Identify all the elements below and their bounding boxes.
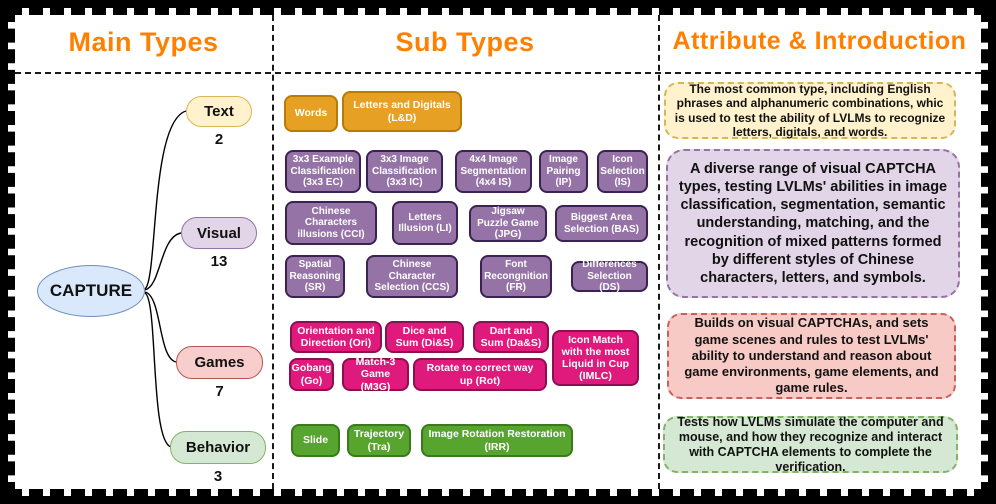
- subtype-letters-and-digitals: Letters and Digitals (L&D): [342, 91, 462, 132]
- subtype-image-rotation-restoration: Image Rotation Restoration (IRR): [421, 424, 573, 457]
- header-sub-types: Sub Types: [395, 27, 535, 57]
- attribute-visual: A diverse range of visual CAPTCHA types,…: [666, 149, 960, 298]
- main-type-behavior: Behavior: [170, 431, 266, 464]
- connector-text: [144, 110, 187, 290]
- header-main-types: Main Types: [68, 27, 219, 57]
- subtype-dart-and-sum: Dart and Sum (Da&S): [473, 321, 549, 353]
- root-node-capture: CAPTURE: [37, 265, 145, 317]
- column-divider-2: [658, 15, 660, 489]
- subtype-spatial-reasoning: Spatial Reasoning (SR): [285, 255, 345, 298]
- subtype-gobang: Gobang (Go): [289, 358, 334, 391]
- main-type-games: Games: [176, 346, 263, 379]
- tree-connectors: [144, 110, 187, 448]
- count-visual: 13: [210, 253, 228, 270]
- subtype-words: Words: [284, 95, 338, 132]
- subtype-image-pairing: Image Pairing (IP): [539, 150, 588, 193]
- subtype-differences-selection: Differences Selection (DS): [571, 259, 648, 293]
- subtype-icon-match-liquid-cup: Icon Match with the most Liquid in Cup (…: [552, 330, 639, 386]
- subtype-4x4-image-segmentation: 4x4 Image Segmentation (4x4 IS): [455, 150, 532, 193]
- column-divider-1: [272, 15, 274, 489]
- subtype-chinese-characters-illusions: Chinese Characters illusions (CCI): [285, 201, 377, 245]
- header-divider: [15, 72, 981, 74]
- subtype-icon-selection: Icon Selection (IS): [597, 150, 648, 193]
- count-text: 2: [214, 131, 224, 148]
- connector-behavior: [144, 292, 172, 448]
- subtype-letters-illusion: Letters Illusion (LI): [392, 201, 458, 245]
- attribute-text: The most common type, including English …: [664, 82, 956, 139]
- main-type-text: Text: [186, 96, 252, 127]
- subtype-dice-and-sum: Dice and Sum (Di&S): [385, 321, 464, 353]
- main-type-visual: Visual: [181, 217, 257, 249]
- connector-games: [144, 291, 177, 363]
- subtype-3x3-example-classification: 3x3 Example Classification (3x3 EC): [285, 150, 361, 193]
- subtype-chinese-character-selection: Chinese Character Selection (CCS): [366, 255, 458, 298]
- subtype-orientation-and-direction: Orientation and Direction (Ori): [290, 321, 382, 353]
- subtype-trajectory: Trajectory (Tra): [347, 424, 411, 457]
- subtype-jigsaw-puzzle-game: Jigsaw Puzzle Game (JPG): [469, 205, 547, 242]
- count-games: 7: [215, 383, 224, 400]
- subtype-font-recognition: Font Recongnition (FR): [480, 255, 552, 298]
- count-behavior: 3: [213, 468, 223, 485]
- attribute-behavior: Tests how LVLMs simulate the computer an…: [663, 415, 958, 474]
- attribute-games: Builds on visual CAPTCHAs, and sets game…: [667, 313, 956, 399]
- subtype-3x3-image-classification: 3x3 Image Classification (3x3 IC): [366, 150, 443, 193]
- connector-visual: [144, 232, 182, 291]
- subtype-match-3-game: Match-3 Game (M3G): [342, 356, 409, 393]
- subtype-rotate-to-correct-way-up: Rotate to correct way up (Rot): [413, 358, 547, 391]
- header-attribute-introduction: Attribute & Introduction: [672, 27, 967, 55]
- subtype-biggest-area-selection: Biggest Area Selection (BAS): [555, 205, 648, 242]
- subtype-slide: Slide: [291, 424, 340, 457]
